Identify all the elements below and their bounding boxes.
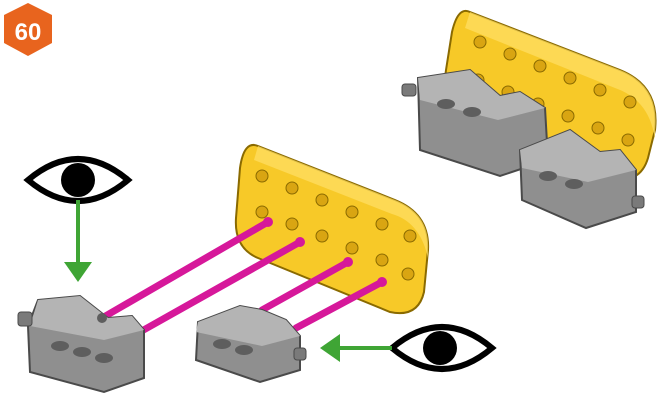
- eye-icon: [387, 324, 497, 372]
- finished-assembly: [401, 10, 657, 230]
- pin-2: [136, 238, 304, 336]
- gray-block-result-left: [401, 68, 550, 178]
- arrow-left-icon: [320, 334, 392, 362]
- arrow-down-icon: [64, 200, 92, 282]
- pins: [98, 218, 386, 336]
- step-number: 60: [15, 19, 42, 46]
- step-badge-icon: 60: [4, 3, 52, 56]
- pin-1: [98, 218, 272, 322]
- pin-4: [292, 278, 386, 332]
- pin-3: [258, 258, 352, 314]
- yellow-beam-result: [444, 10, 657, 181]
- gray-block-result-right: [518, 128, 645, 230]
- gray-block-left: [17, 294, 145, 394]
- yellow-beam: [234, 144, 430, 314]
- gray-block-right: [194, 304, 307, 384]
- eye-icon: [23, 156, 133, 204]
